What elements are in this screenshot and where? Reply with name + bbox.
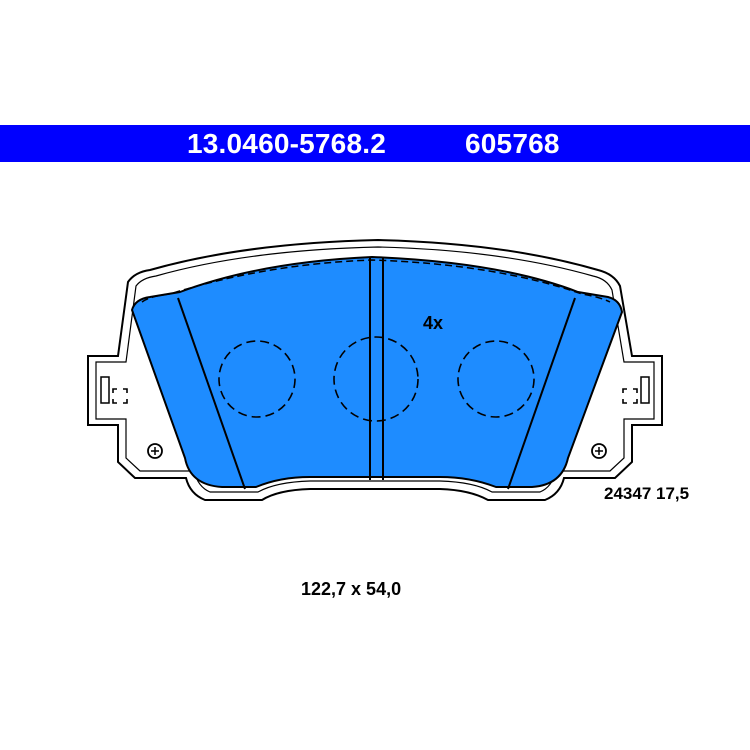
left-chamfer-line: [177, 297, 246, 490]
left-piston-circle: [218, 340, 296, 418]
left-clip-marker: [112, 388, 128, 404]
header-bar: 13.0460-5768.2 605768: [0, 125, 750, 162]
reference-label: 24347 17,5: [604, 484, 690, 503]
right-clip-marker: [622, 388, 638, 404]
quantity-label: 4x: [423, 313, 444, 333]
part-number: 13.0460-5768.2: [187, 128, 386, 159]
alt-part-number: 605768: [465, 128, 560, 159]
center-piston-circle: [333, 336, 419, 422]
wear-indicator-line: [141, 259, 611, 303]
right-piston-circle: [457, 340, 535, 418]
backing-plate-inner-line: [95, 246, 655, 493]
right-chamfer-line: [507, 297, 576, 490]
left-ear-slot: [100, 376, 110, 404]
friction-pad: [130, 255, 624, 488]
dimensions-label: 122,7 x 54,0: [301, 579, 402, 599]
right-rivet-icon: [591, 443, 607, 459]
right-ear-slot: [640, 376, 650, 404]
left-rivet-icon: [147, 443, 163, 459]
